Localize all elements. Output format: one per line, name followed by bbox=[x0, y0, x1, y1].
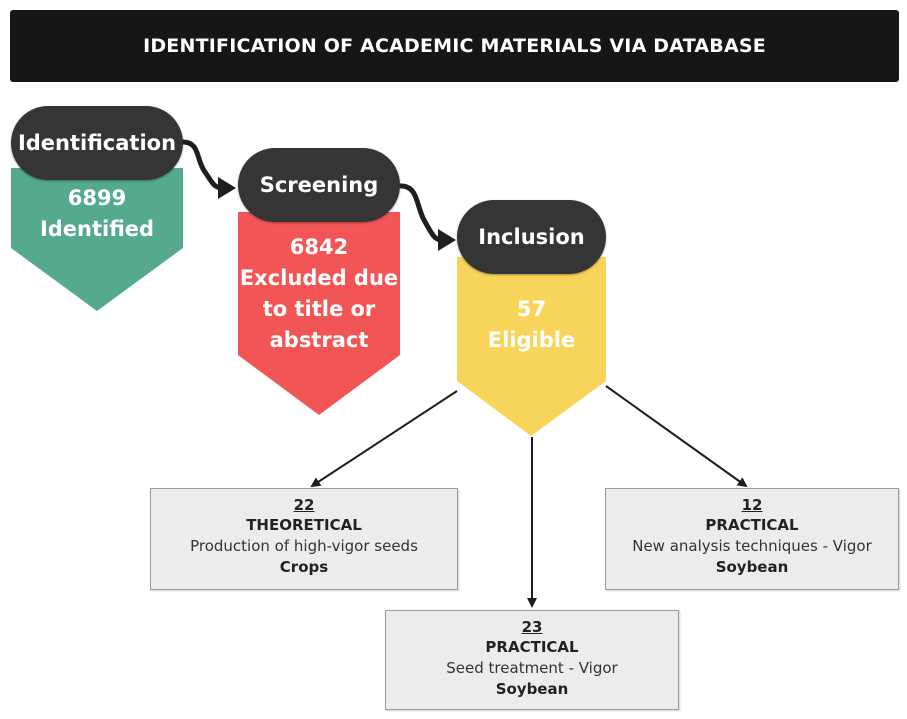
result-box-practical-analysis: 12 PRACTICAL New analysis techniques - V… bbox=[605, 488, 899, 590]
title-bar: IDENTIFICATION OF ACADEMIC MATERIALS VIA… bbox=[10, 10, 899, 82]
stage-label-identification: Identification bbox=[17, 131, 177, 155]
result-crop: Soybean bbox=[495, 680, 569, 698]
result-count: 23 bbox=[521, 618, 543, 636]
result-type: PRACTICAL bbox=[485, 638, 579, 656]
inclusion-note: Eligible bbox=[487, 328, 576, 352]
screening-value: 6842 bbox=[289, 235, 349, 259]
stage-pill-inclusion: Inclusion bbox=[457, 200, 606, 274]
stage-label-screening: Screening bbox=[259, 173, 379, 197]
arrow-to-theoretical bbox=[310, 390, 458, 488]
inclusion-value: 57 bbox=[516, 297, 547, 321]
screening-count: 6842 Excluded due to title or abstract bbox=[238, 232, 400, 356]
stage-pill-identification: Identification bbox=[11, 106, 183, 180]
screening-note-line-2: to title or bbox=[262, 297, 376, 321]
connector-arrowhead-2 bbox=[438, 229, 456, 251]
inclusion-count: 57 Eligible bbox=[457, 294, 606, 356]
result-crop: Soybean bbox=[715, 558, 789, 576]
diagram-title: IDENTIFICATION OF ACADEMIC MATERIALS VIA… bbox=[143, 35, 766, 57]
result-count: 12 bbox=[741, 496, 763, 514]
stage-label-inclusion: Inclusion bbox=[478, 225, 585, 249]
result-type: THEORETICAL bbox=[246, 516, 362, 534]
result-box-theoretical: 22 THEORETICAL Production of high-vigor … bbox=[150, 488, 458, 590]
identification-value: 6899 bbox=[67, 186, 127, 210]
result-type: PRACTICAL bbox=[705, 516, 799, 534]
result-crop: Crops bbox=[279, 558, 329, 576]
result-box-practical-seed-treatment: 23 PRACTICAL Seed treatment - Vigor Soyb… bbox=[385, 610, 679, 710]
inclusion-body bbox=[457, 257, 606, 436]
identification-count: 6899 Identified bbox=[11, 183, 183, 245]
stage-pill-screening: Screening bbox=[238, 148, 400, 222]
screening-note-line-1: Excluded due bbox=[239, 266, 399, 290]
result-description: Production of high-vigor seeds bbox=[190, 537, 418, 555]
screening-body bbox=[238, 212, 400, 415]
result-description: New analysis techniques - Vigor bbox=[632, 537, 872, 555]
result-count: 22 bbox=[293, 496, 315, 514]
screening-note-line-3: abstract bbox=[269, 328, 369, 352]
connector-identification-screening bbox=[180, 139, 225, 191]
connector-screening-inclusion bbox=[398, 183, 445, 243]
arrow-to-practical-analysis bbox=[605, 385, 748, 488]
identification-body bbox=[11, 168, 183, 311]
identification-note: Identified bbox=[39, 217, 155, 241]
result-description: Seed treatment - Vigor bbox=[446, 659, 618, 677]
connector-arrowhead-1 bbox=[218, 177, 236, 199]
